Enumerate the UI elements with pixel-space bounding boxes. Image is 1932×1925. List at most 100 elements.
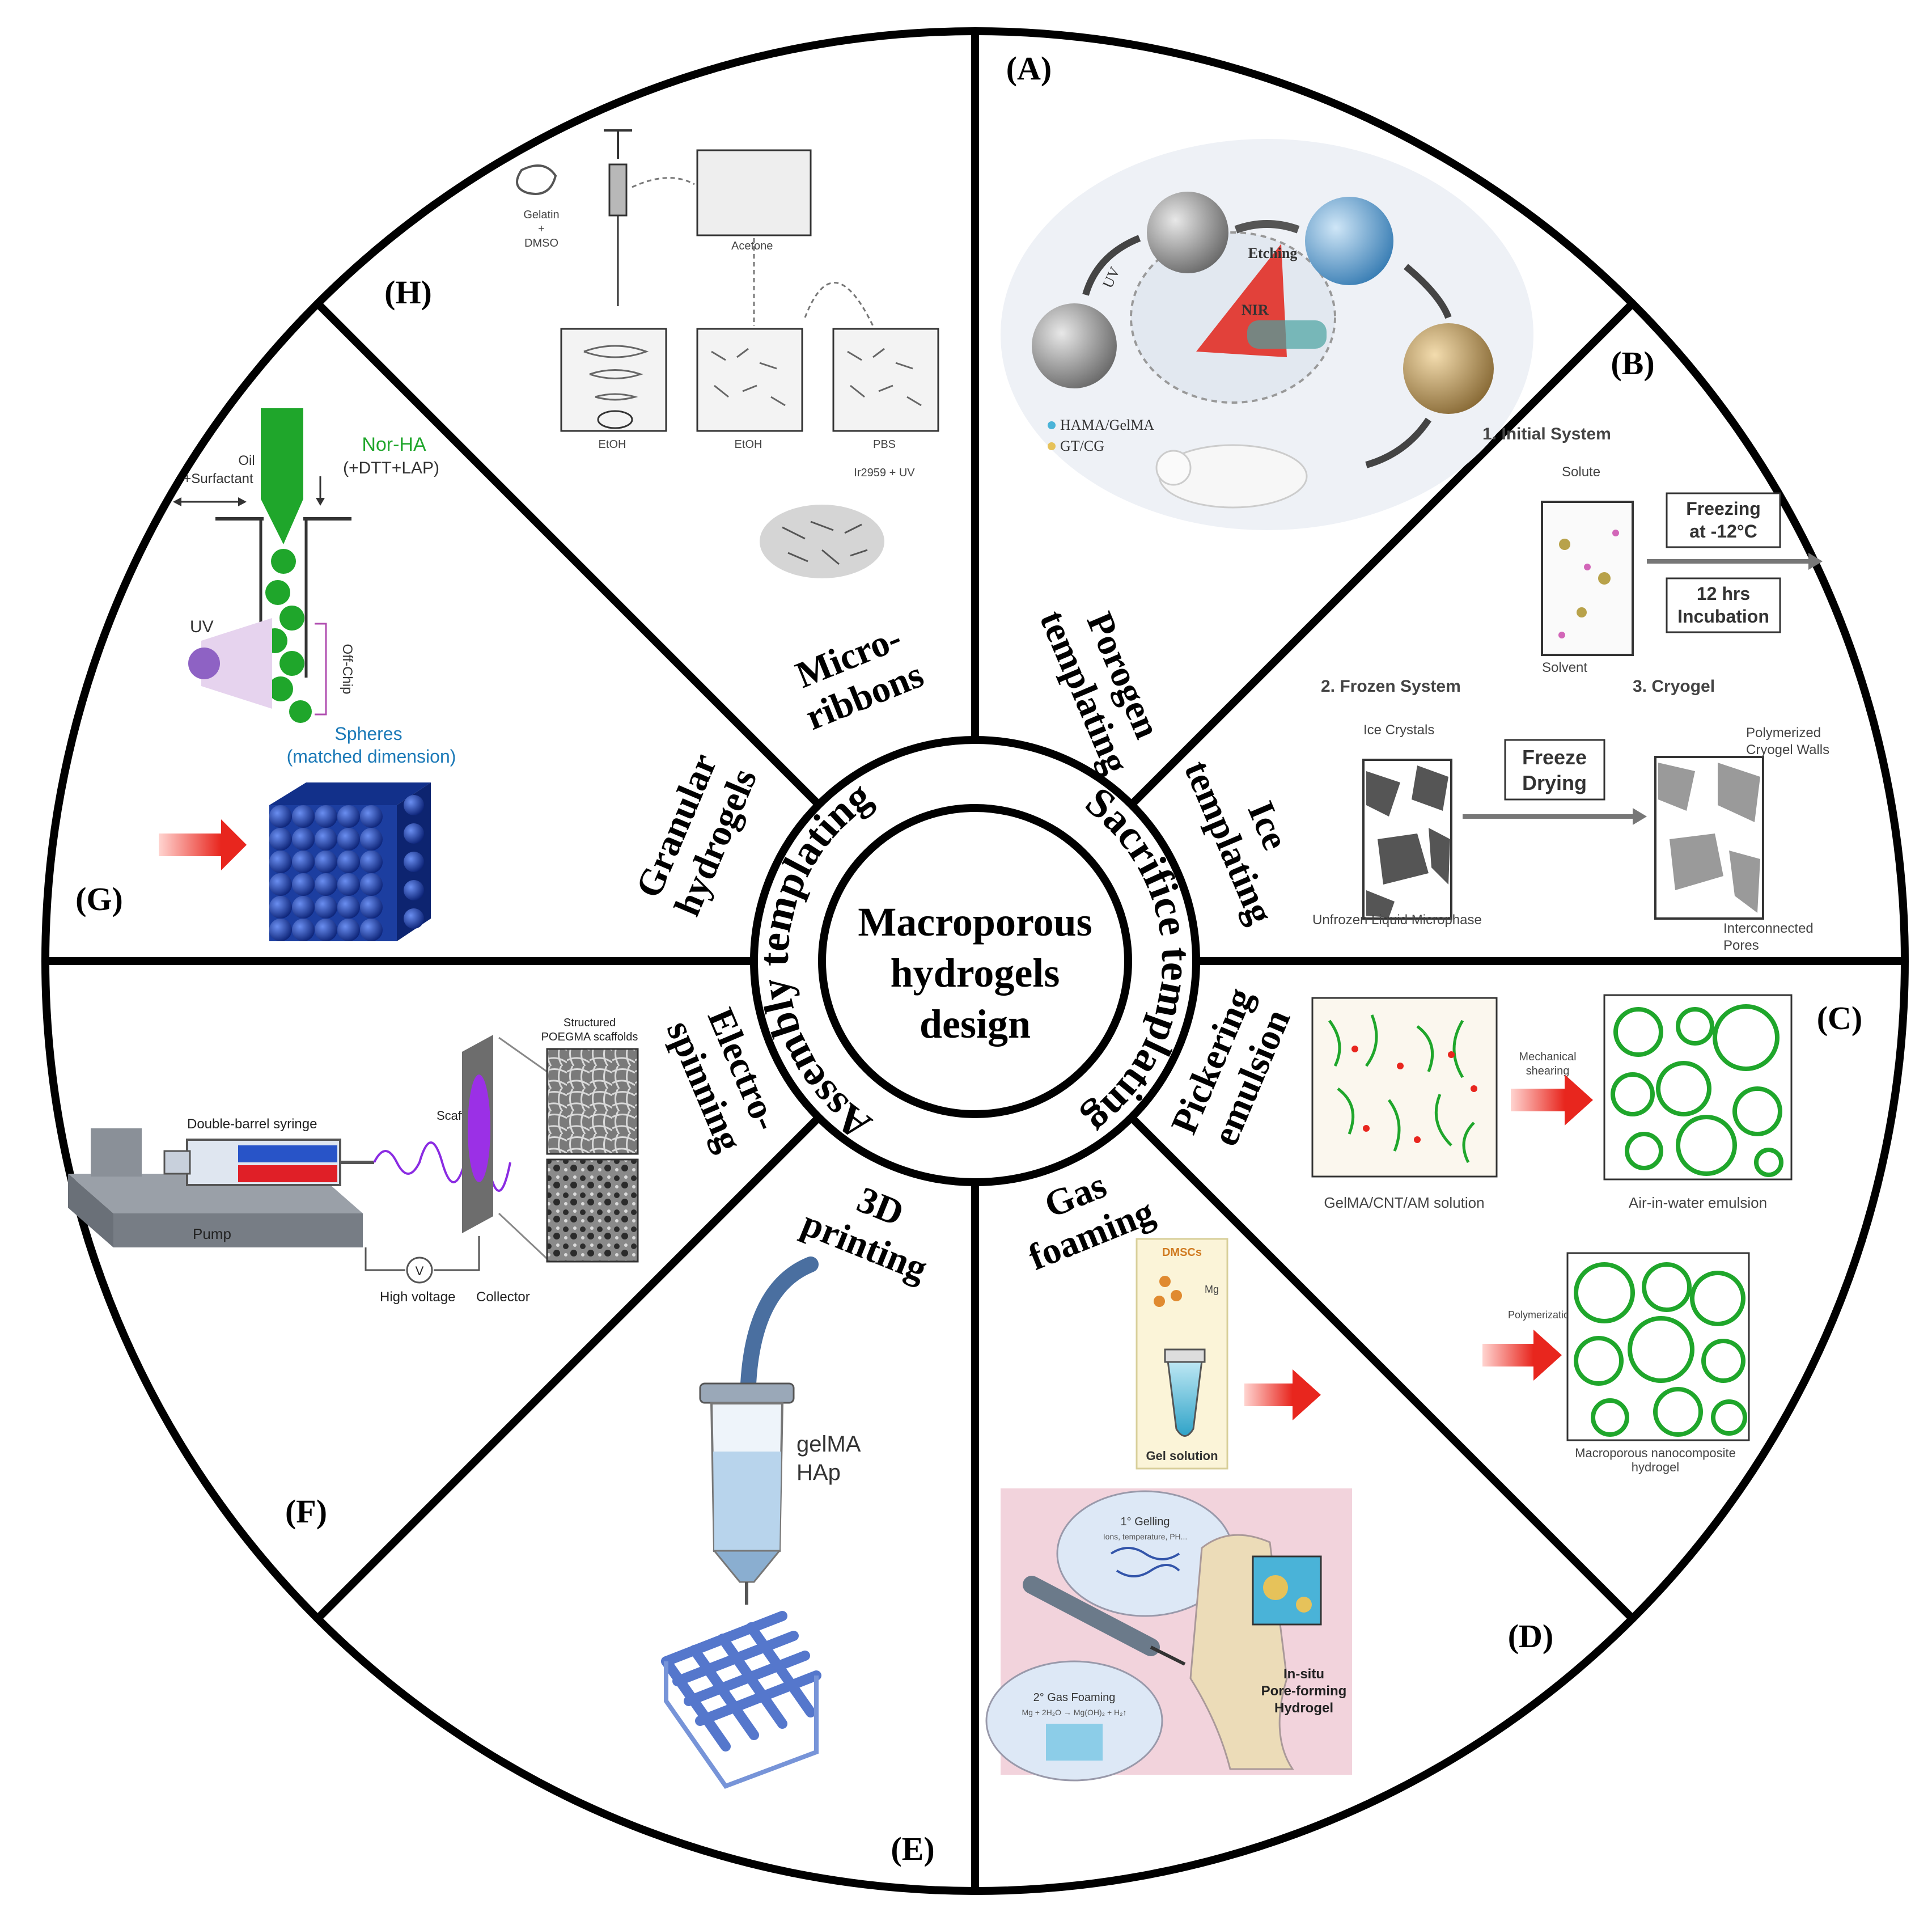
result-label-1: Macroporous nanocomposite <box>1575 1446 1736 1460</box>
gelatin-tangle <box>516 164 557 195</box>
ice-crystals-label: Ice Crystals <box>1363 722 1434 738</box>
oil-label: Oil <box>238 453 255 468</box>
solute-label: Solute <box>1562 464 1600 480</box>
porogen-sphere-gray <box>1032 303 1117 388</box>
pbs-bath <box>832 328 939 432</box>
pbs-label: PBS <box>873 438 896 451</box>
panel-c-illustration: GelMA/CNT/AM solution Mechanical shearin… <box>1311 994 1793 1474</box>
interconnected-pores-label-1: Interconnected <box>1723 921 1814 936</box>
panel-e-illustration: gelMA HAp <box>661 1256 861 1789</box>
off-chip-label: Off-Chip <box>340 644 355 695</box>
syringe-icon <box>1023 1576 1160 1656</box>
acetone-bath <box>696 149 812 236</box>
acetone-label: Acetone <box>731 240 773 252</box>
granular-cube <box>269 782 431 941</box>
gelma-label: gelMA <box>796 1432 861 1457</box>
collector-label: Collector <box>476 1289 530 1305</box>
high-voltage-label: High voltage <box>380 1289 455 1305</box>
reagents-label: (+DTT+LAP) <box>343 459 439 477</box>
mechanical-shearing-label-1: Mechanical <box>1519 1051 1576 1063</box>
panel-h-illustration: Gelatin + DMSO Acetone EtOH EtOH PBS Ir2… <box>516 129 939 578</box>
step3-title: 3. Cryogel <box>1633 677 1715 696</box>
etoh-bath-2 <box>696 328 803 432</box>
porogen-sphere-etched <box>1305 197 1393 285</box>
sem-fibers <box>546 1048 639 1155</box>
porogen-sphere-coated <box>1147 192 1228 273</box>
gel-solution-label: Gel solution <box>1146 1449 1218 1463</box>
panel-f-illustration: Pump Double-barrel syringe Scaffold Stru… <box>68 1017 639 1305</box>
panel-g-illustration: Nor-HA (+DTT+LAP) Oil +Surfactant UV Off… <box>159 408 456 941</box>
panel-label-d: (D) <box>1508 1618 1554 1655</box>
granular-arrow <box>159 834 221 856</box>
freezing-label-2: at -12°C <box>1689 521 1757 541</box>
shearing-arrow <box>1511 1089 1565 1111</box>
inner-ring <box>818 804 1132 1118</box>
voltmeter-label: V <box>416 1264 424 1278</box>
reaction-label: Mg + 2H₂O → Mg(OH)₂ + H₂↑ <box>1022 1708 1126 1717</box>
panel-label-c: (C) <box>1817 1000 1863 1036</box>
freeze-drying-label-1: Freeze <box>1522 746 1587 769</box>
panel-d-illustration: DMSCs Mg Gel solution 1° Gelling Ions, t… <box>985 1238 1352 1782</box>
uv-beam <box>201 618 272 709</box>
cryogel-walls-label-2: Cryogel Walls <box>1746 742 1829 758</box>
nor-ha-label: Nor-HA <box>362 434 426 455</box>
divider-ne <box>1129 301 1636 807</box>
panel-label-g: (G) <box>75 881 123 917</box>
spheres-label: Spheres <box>334 724 402 744</box>
center-title-line2: hydrogels <box>891 950 1060 996</box>
h-syringe <box>608 163 628 217</box>
insitu-label-3: Hydrogel <box>1274 1700 1333 1716</box>
panel-label-f: (F) <box>285 1493 327 1530</box>
etoh-label-2: EtOH <box>735 438 762 451</box>
ribbon-scaffold <box>760 505 884 578</box>
initial-system-box <box>1541 501 1634 656</box>
insitu-label-1: In-situ <box>1283 1666 1324 1682</box>
solution-box <box>1311 997 1498 1178</box>
gelling-sub-label: Ions, temperature, PH... <box>1103 1532 1188 1541</box>
mg-label: Mg <box>1205 1284 1219 1295</box>
cryogel-walls-label-1: Polymerized <box>1746 725 1821 741</box>
gelatin-label-2: + <box>538 223 545 235</box>
panel-label-h: (H) <box>384 274 432 311</box>
printed-lattice <box>661 1611 821 1751</box>
mechanical-shearing-label-2: shearing <box>1526 1065 1570 1077</box>
sem-pores <box>546 1158 639 1263</box>
emulsion-label: Air-in-water emulsion <box>1629 1194 1767 1211</box>
result-label-2: hydrogel <box>1632 1460 1679 1474</box>
tube-icon <box>1167 1360 1203 1437</box>
legend-hama: HAMA/GelMA <box>1060 417 1154 433</box>
print-tube <box>740 1256 819 1391</box>
foaming-arrow <box>1244 1384 1293 1406</box>
uv-lamp-icon <box>188 648 220 679</box>
interconnected-pores-label-2: Pores <box>1723 938 1759 953</box>
divider-nw <box>315 301 821 807</box>
matched-dimension-label: (matched dimension) <box>287 746 456 767</box>
incubation-label-1: 12 hrs <box>1697 583 1750 604</box>
polymerization-arrow <box>1482 1344 1533 1366</box>
etoh-bath-1 <box>560 328 667 432</box>
uv-label-g: UV <box>190 617 214 636</box>
dmscs-label: DMSCs <box>1162 1246 1202 1259</box>
arrow-etching <box>1234 220 1300 234</box>
structured-label-2: POEGMA scaffolds <box>541 1031 638 1043</box>
solvent-label: Solvent <box>1542 660 1587 675</box>
polymerization-label: Polymerization <box>1508 1309 1575 1321</box>
divider-se <box>1129 1115 1636 1622</box>
center-title-line3: design <box>920 1001 1031 1047</box>
unfrozen-label: Unfrozen Liquid Microphase <box>1312 912 1482 928</box>
nozzle-stream <box>261 408 303 544</box>
solution-label: GelMA/CNT/AM solution <box>1324 1194 1484 1211</box>
gelatin-label-1: Gelatin <box>523 209 559 221</box>
irgacure-label: Ir2959 + UV <box>854 467 915 479</box>
gelling-label: 1° Gelling <box>1121 1516 1170 1528</box>
wheel-frame <box>41 27 1909 1895</box>
structured-label-1: Structured <box>564 1017 616 1029</box>
step1-title: 1. Initial System <box>1482 425 1611 443</box>
panel-b-illustration: 1. Initial System Solute Solvent Freezin… <box>1312 425 1829 953</box>
nir-label: NIR <box>1242 302 1269 318</box>
etoh-label-1: EtOH <box>599 438 626 451</box>
surfactant-label: +Surfactant <box>183 471 253 486</box>
syringe-label: Double-barrel syringe <box>187 1116 317 1132</box>
incubation-label-2: Incubation <box>1677 606 1769 627</box>
